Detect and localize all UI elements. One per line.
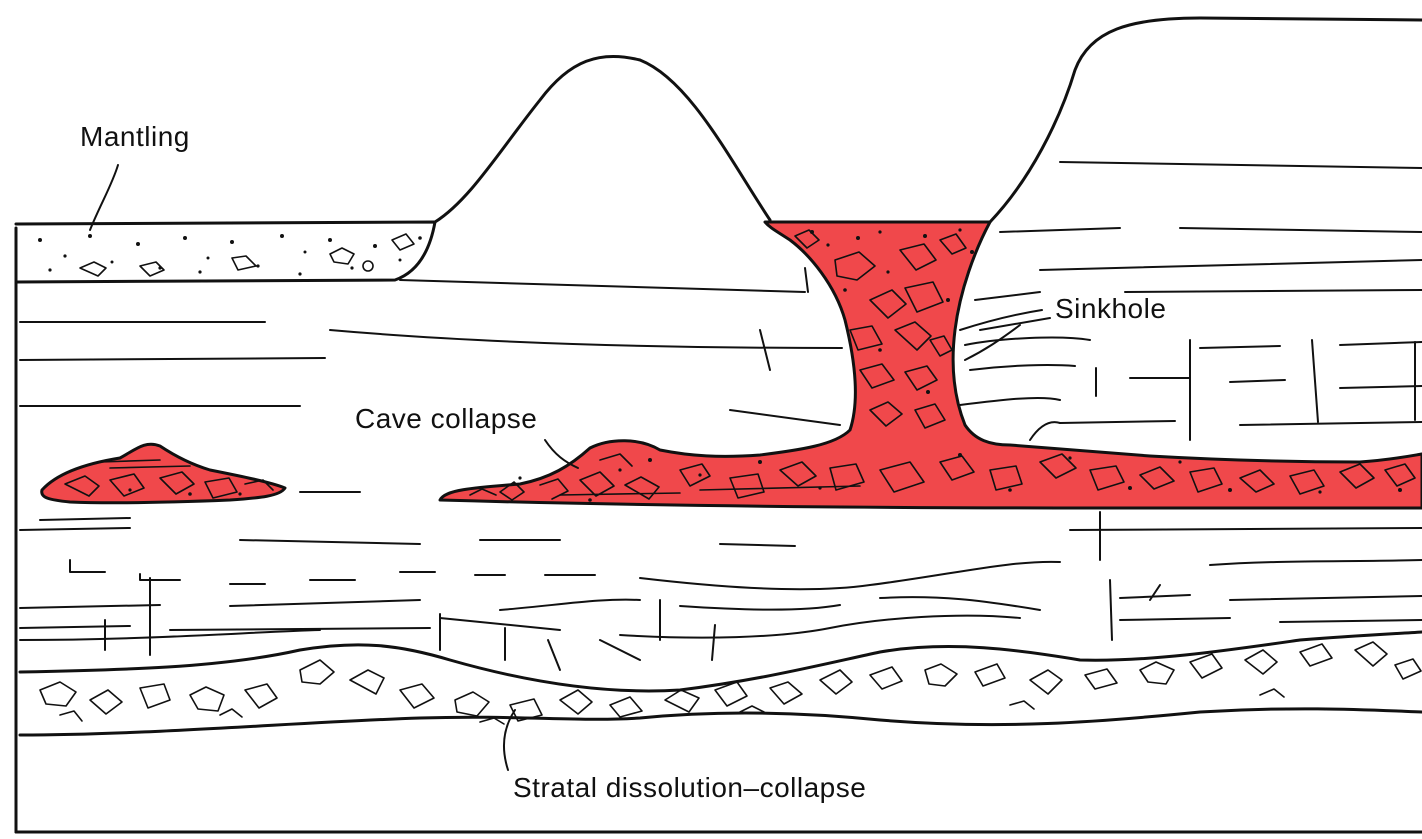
breccia-layer-bottom	[20, 709, 1422, 735]
sinkhole-cave-collapse-body	[440, 222, 1422, 508]
stratal-dissolution-collapse-label: Stratal dissolution–collapse	[513, 772, 866, 803]
hill-right	[990, 18, 1422, 222]
mantling-clasts	[80, 234, 414, 276]
cave-collapse-label: Cave collapse	[355, 403, 537, 434]
sinkhole-label: Sinkhole	[1055, 293, 1166, 324]
bedding-planes-upper	[20, 162, 1422, 440]
mantling-label: Mantling	[80, 121, 190, 152]
hill-left	[435, 56, 770, 222]
small-collapse-body	[42, 444, 285, 503]
mantling-layer	[16, 222, 435, 282]
breccia-layer-top	[20, 632, 1422, 691]
bedding-planes-lower	[20, 492, 1422, 670]
mantling-leader-line	[90, 165, 118, 230]
